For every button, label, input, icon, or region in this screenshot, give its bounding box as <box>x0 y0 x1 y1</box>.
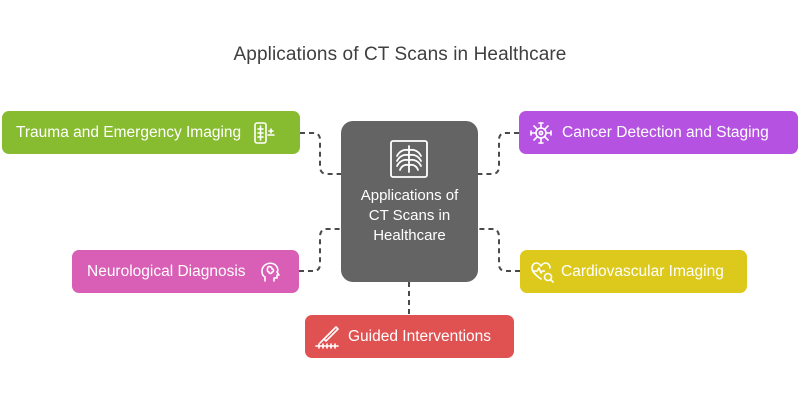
connector-neuro <box>299 228 341 272</box>
node-label: Cancer Detection and Staging <box>562 123 769 141</box>
node-cardiovascular-imaging: Cardiovascular Imaging <box>520 250 747 293</box>
node-guided-interventions: Guided Interventions <box>305 315 514 358</box>
connector-trauma <box>300 132 341 175</box>
emergency-icon <box>252 120 278 146</box>
connector-cancer <box>478 132 519 175</box>
node-trauma-emergency-imaging: Trauma and Emergency Imaging <box>2 111 300 154</box>
node-label: Cardiovascular Imaging <box>561 262 724 280</box>
ribcage-xray-icon <box>389 139 429 179</box>
scalpel-icon <box>314 324 340 350</box>
connector-cardio <box>478 228 520 272</box>
heart-search-icon <box>529 259 555 285</box>
hub-node: Applications of CT Scans in Healthcare <box>341 121 478 282</box>
cell-icon <box>528 120 554 146</box>
diagram-title: Applications of CT Scans in Healthcare <box>233 44 567 65</box>
node-cancer-detection-staging: Cancer Detection and Staging <box>519 111 798 154</box>
node-label: Guided Interventions <box>348 327 492 345</box>
node-neurological-diagnosis: Neurological Diagnosis <box>72 250 299 293</box>
hub-label: Applications of CT Scans in Healthcare <box>360 187 459 244</box>
brain-head-icon <box>257 259 283 285</box>
node-label: Neurological Diagnosis <box>87 262 246 280</box>
node-label: Trauma and Emergency Imaging <box>16 123 242 141</box>
